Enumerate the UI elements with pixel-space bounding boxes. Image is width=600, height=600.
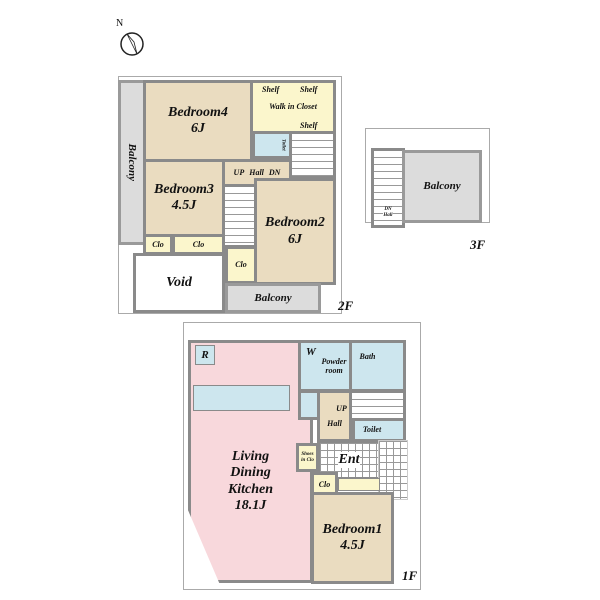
closet: Clo [143,234,173,255]
living-dining-kitchen: Living Dining Kitchen 18.1J [188,340,313,583]
toilet-2f: Toilet [252,131,292,159]
kitchen-counter [193,385,290,411]
shelf-label: Shelf [262,85,280,94]
floor3-label: 3F [470,237,486,252]
void: Void [133,253,225,313]
refrigerator: R [195,345,215,365]
toilet-1f: Toilet [352,418,406,442]
shelf-label: Shelf [300,121,318,130]
floor1-label: 1F [402,568,418,583]
balcony-3f: Balcony [402,150,482,223]
hall-1f: UP Hall [317,390,352,442]
stairs-2f [222,184,257,248]
entrance-porch [378,440,408,500]
stairs-3f: DN Hall [371,148,405,228]
compass: N [112,18,148,62]
balcony-bottom: Balcony [225,283,321,313]
shoes-in-closet: Shoes in Clo [296,443,319,472]
stairs-2f-upper [289,131,336,179]
powder-room: W Powder room [298,340,352,392]
entrance: Ent [317,440,381,480]
entrance-step [338,478,380,491]
bedroom4: Bedroom4 6J [143,80,253,162]
north-label: N [116,18,124,29]
balcony-left: Balcony [118,80,146,245]
closet: Clo [225,246,257,284]
floor2-label: 2F [338,298,354,313]
stairs-1f [349,390,406,421]
bath: Bath [349,340,406,392]
floor1-outline [183,322,421,590]
compass-icon [120,32,144,56]
bedroom3: Bedroom3 4.5J [143,159,225,237]
closet: Clo [172,234,225,255]
bedroom2: Bedroom2 6J [254,178,336,285]
shelf-label: Shelf [300,85,318,94]
bedroom1: Bedroom1 4.5J [311,492,394,584]
